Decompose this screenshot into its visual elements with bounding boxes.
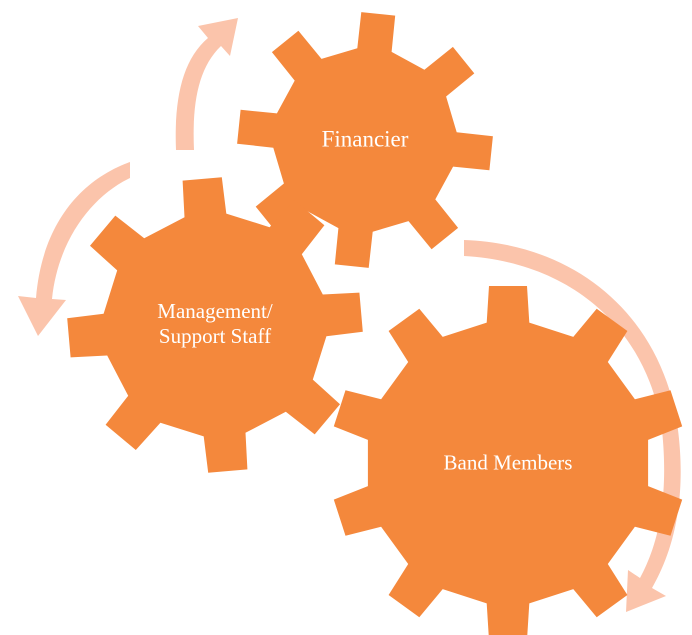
gear-label-band: Band Members [443, 450, 573, 475]
gear-label-management: Management/ Support Staff [157, 299, 273, 348]
gear-management [67, 177, 363, 473]
gear-financier [237, 12, 493, 268]
gear-label-financier: Financier [321, 126, 409, 152]
cycle-arrow-left [18, 162, 130, 336]
cycle-arrow-right [464, 240, 681, 612]
cycle-arrow-top [175, 18, 238, 150]
gear-band [333, 286, 683, 635]
